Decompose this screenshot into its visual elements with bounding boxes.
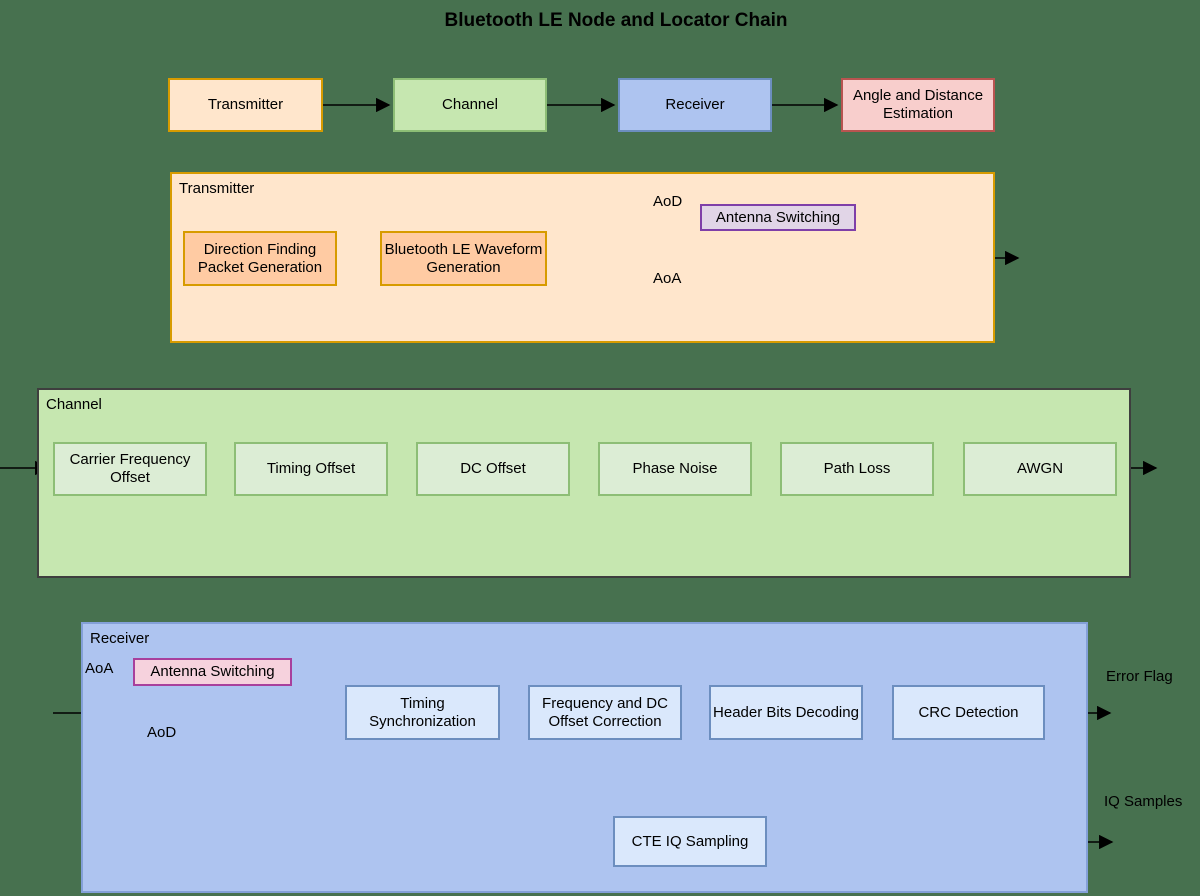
overview-transmitter-block: Transmitter [168, 78, 323, 132]
channel-block-timing-offset: Timing Offset [234, 442, 388, 496]
overview-receiver-block: Receiver [618, 78, 772, 132]
receiver-container-label: Receiver [90, 630, 150, 647]
channel-block-carrier-frequency-offset: Carrier Frequency Offset [53, 442, 207, 496]
overview-estimation-block: Angle and Distance Estimation [841, 78, 995, 132]
channel-block-awgn: AWGN [963, 442, 1117, 496]
tx-switch-aoa-label: AoA [653, 270, 682, 287]
tx-antenna-switching-block: Antenna Switching [700, 204, 856, 231]
tx-switch-aod-label: AoD [653, 193, 683, 210]
channel-block-phase-noise: Phase Noise [598, 442, 752, 496]
packet-generation-block: Direction Finding Packet Generation [183, 231, 337, 286]
error-flag-label: Error Flag [1106, 668, 1173, 685]
cte-iq-sampling-block: CTE IQ Sampling [613, 816, 767, 867]
rx-switch-aod-label: AoD [147, 724, 177, 741]
crc-detection-block: CRC Detection [892, 685, 1045, 740]
channel-block-dc-offset: DC Offset [416, 442, 570, 496]
waveform-generation-block: Bluetooth LE Waveform Generation [380, 231, 547, 286]
rx-antenna-switching-block: Antenna Switching [133, 658, 292, 686]
channel-container-label: Channel [46, 396, 102, 413]
freq-dc-correction-block: Frequency and DC Offset Correction [528, 685, 682, 740]
iq-samples-label: IQ Samples [1104, 793, 1183, 810]
channel-container [37, 388, 1131, 578]
channel-block-path-loss: Path Loss [780, 442, 934, 496]
overview-channel-block: Channel [393, 78, 547, 132]
diagram-title: Bluetooth LE Node and Locator Chain [444, 10, 788, 31]
transmitter-container-label: Transmitter [179, 180, 255, 197]
rx-switch-aoa-label: AoA [85, 660, 114, 677]
timing-sync-block: Timing Synchronization [345, 685, 500, 740]
header-bits-decoding-block: Header Bits Decoding [709, 685, 863, 740]
